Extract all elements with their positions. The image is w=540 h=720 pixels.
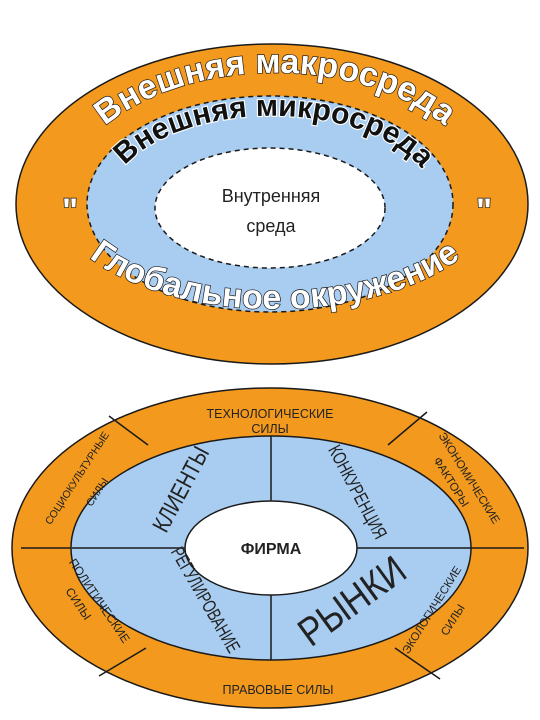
firm-center xyxy=(184,500,358,596)
legal-forces-label: ПРАВОВЫЕ СИЛЫ xyxy=(223,683,334,697)
technological-forces-line2: СИЛЫ xyxy=(251,422,288,436)
technological-forces-line1: ТЕХНОЛОГИЧЕСКИЕ xyxy=(207,407,334,421)
outer-ring-dividers xyxy=(21,411,524,680)
right-quote-mark: " xyxy=(476,192,492,230)
bottom-diagram: ФИРМА КЛИЕНТЫ КОНКУРЕНЦИЯ РЕГУЛИРОВАНИЕ … xyxy=(11,387,529,709)
inner-ring-dividers xyxy=(72,436,471,660)
left-quote-mark: " xyxy=(62,192,78,230)
top-diagram: Внешняя макросреда Глобальное окружение … xyxy=(15,42,529,365)
internal-environment-label-line2: среда xyxy=(246,216,296,236)
internal-environment-ellipse xyxy=(154,147,386,269)
firm-label: ФИРМА xyxy=(241,541,302,558)
internal-environment-label-line1: Внутренняя xyxy=(222,186,321,206)
